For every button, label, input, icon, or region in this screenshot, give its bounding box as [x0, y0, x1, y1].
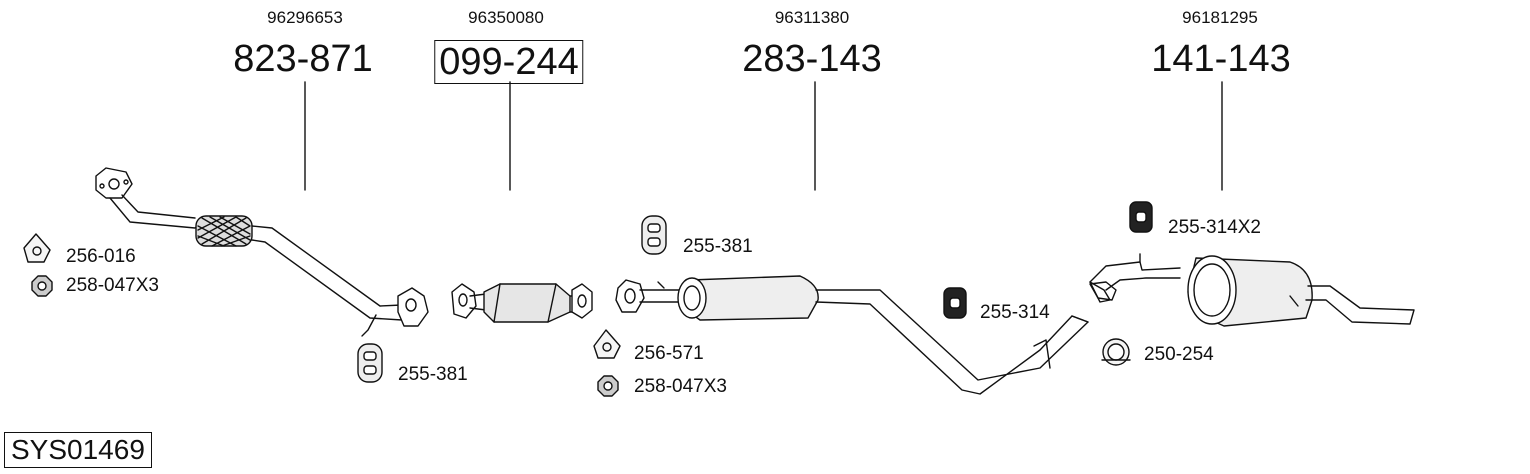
label-gasket-mid[interactable]: 256-571 — [634, 343, 704, 364]
oem-number-front-pipe: 96296653 — [267, 8, 343, 27]
part-number-catalyst[interactable]: 099-244 — [434, 40, 584, 84]
gasket-icon-front — [23, 233, 51, 263]
clamp-icon-rear — [1101, 338, 1131, 366]
nut-icon-mid — [597, 375, 619, 397]
part-number-rear-silencer[interactable]: 141-143 — [1151, 38, 1291, 80]
oem-number-rear-silencer: 96181295 — [1182, 8, 1258, 27]
part-number-front-pipe[interactable]: 823-871 — [233, 38, 373, 80]
label-hanger-rear-top[interactable]: 255-314X2 — [1168, 217, 1261, 238]
label-nut-mid[interactable]: 258-047X3 — [634, 376, 727, 397]
label-clamp-rear[interactable]: 250-254 — [1144, 344, 1214, 365]
label-hanger-mid[interactable]: 255-381 — [683, 236, 753, 257]
system-code: SYS01469 — [4, 432, 152, 468]
rear-silencer-drawing — [1089, 253, 1415, 327]
oem-number-catalyst: 96350080 — [468, 8, 544, 27]
label-hanger-front[interactable]: 255-381 — [398, 364, 468, 385]
part-number-middle-silencer[interactable]: 283-143 — [742, 38, 882, 80]
nut-icon-front — [31, 275, 53, 297]
hanger-icon-rear — [943, 287, 967, 319]
label-hanger-rear[interactable]: 255-314 — [980, 302, 1050, 323]
label-nut-front[interactable]: 258-047X3 — [66, 275, 159, 296]
front-pipe-drawing — [95, 167, 429, 337]
label-gasket-front[interactable]: 256-016 — [66, 246, 136, 267]
hanger-icon-rear-top — [1129, 201, 1153, 233]
hanger-icon-mid — [641, 215, 667, 255]
gasket-icon-mid — [593, 329, 621, 359]
oem-number-middle-silencer: 96311380 — [774, 8, 850, 27]
middle-silencer-drawing — [615, 275, 1089, 395]
catalyst-drawing — [451, 283, 593, 323]
hanger-icon-front — [357, 343, 383, 383]
